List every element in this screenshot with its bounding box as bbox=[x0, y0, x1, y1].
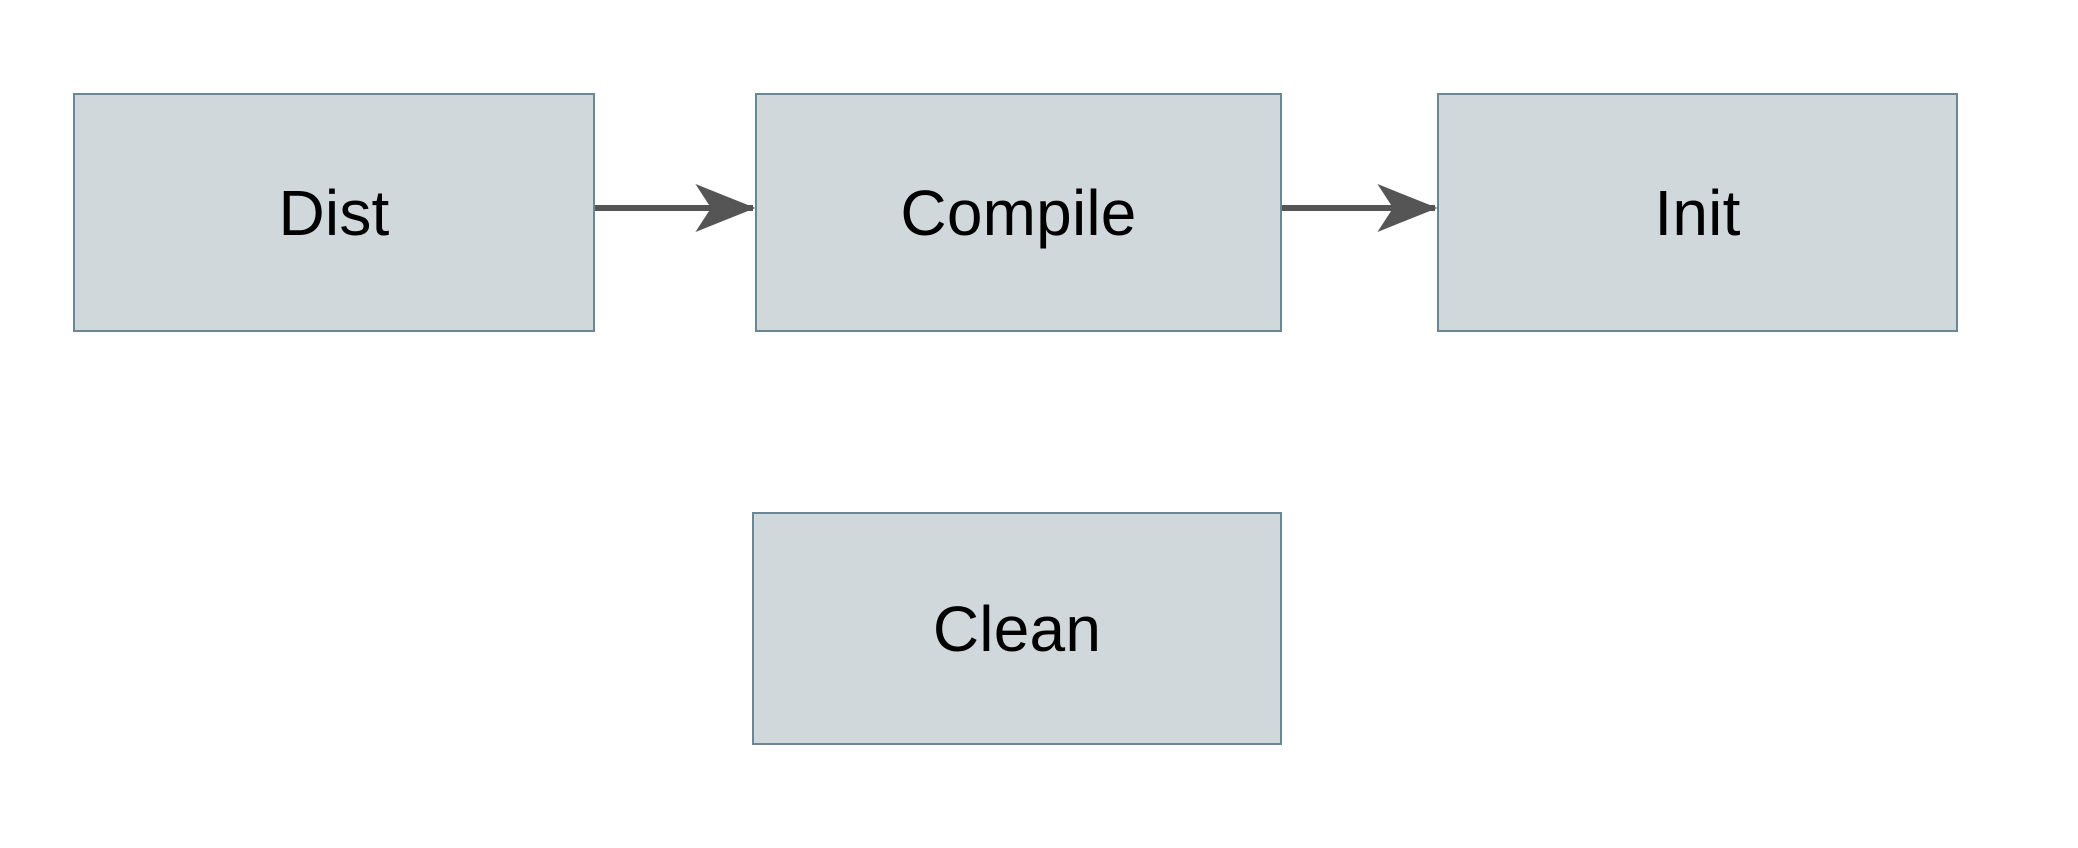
node-clean-label: Clean bbox=[932, 592, 1102, 665]
node-compile-label: Compile bbox=[900, 176, 1137, 249]
node-init[interactable]: Init bbox=[1437, 93, 1958, 332]
node-dist-label: Dist bbox=[278, 176, 390, 249]
node-init-label: Init bbox=[1654, 176, 1741, 249]
node-compile[interactable]: Compile bbox=[755, 93, 1282, 332]
node-clean[interactable]: Clean bbox=[752, 512, 1282, 745]
node-dist[interactable]: Dist bbox=[73, 93, 595, 332]
